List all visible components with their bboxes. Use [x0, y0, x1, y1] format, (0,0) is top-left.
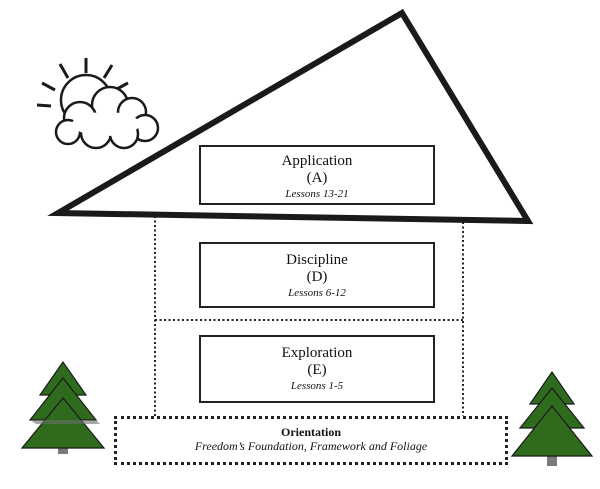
application-title: Application — [281, 153, 353, 169]
application-box: Application (A) Lessons 13-21 — [199, 145, 435, 205]
discipline-code: (D) — [306, 269, 328, 285]
discipline-box: Discipline (D) Lessons 6-12 — [199, 242, 435, 308]
discipline-lessons: Lessons 6-12 — [288, 287, 346, 299]
exploration-code: (E) — [307, 362, 327, 378]
exploration-lessons: Lessons 1-5 — [290, 380, 344, 392]
foundation-subtitle: Freedom’s Foundation, Framework and Foli… — [194, 439, 428, 453]
application-lessons: Lessons 13-21 — [285, 188, 349, 200]
orientation-foundation: Orientation Freedom’s Foundation, Framew… — [114, 416, 508, 465]
discipline-title: Discipline — [286, 252, 348, 268]
exploration-title: Exploration — [281, 345, 353, 361]
cloud-icon — [54, 85, 160, 150]
pine-tree-icon — [20, 360, 106, 454]
exploration-box: Exploration (E) Lessons 1-5 — [199, 335, 435, 403]
application-code: (A) — [306, 170, 328, 186]
house-walls — [154, 216, 464, 416]
foundation-title: Orientation — [281, 425, 341, 439]
pine-tree-icon — [510, 370, 594, 466]
